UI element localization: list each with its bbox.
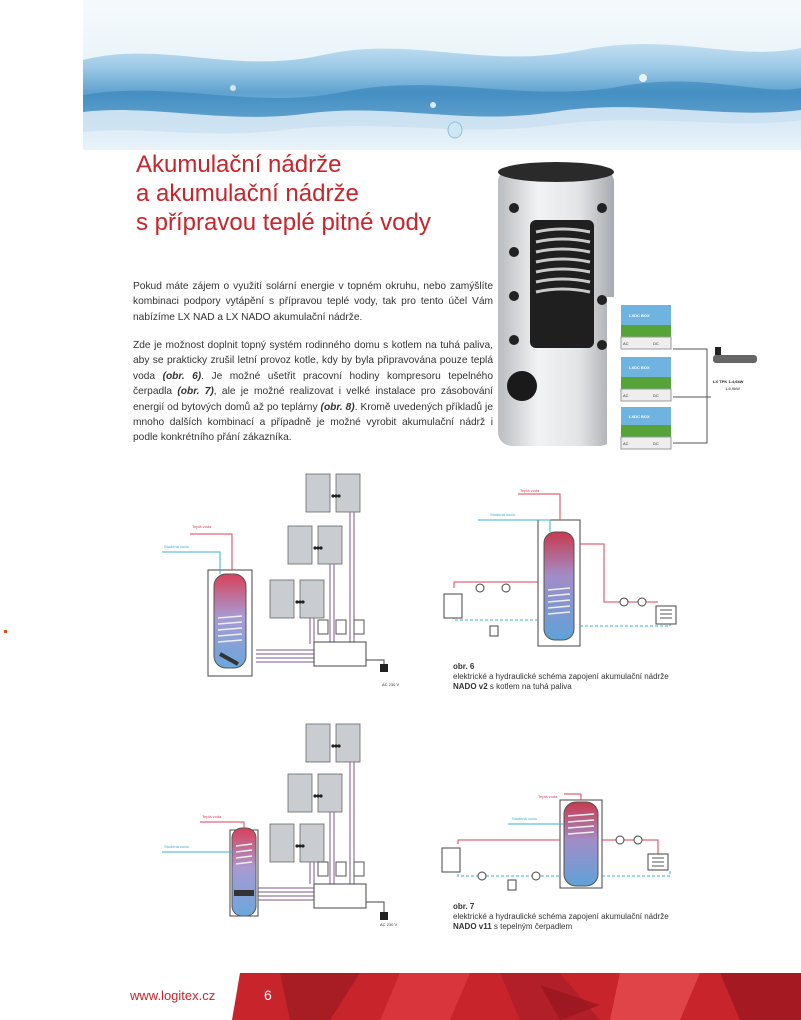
- caption-obr6-number: obr. 6: [453, 662, 475, 671]
- diagram-b-cold-water: Studená voda: [490, 512, 515, 517]
- caption-obr6-rest: s kotlem na tuhá paliva: [487, 682, 572, 691]
- ledbox-label-2: LXDC BOX: [629, 365, 650, 370]
- ledbox-product-image: LXDC BOX AC DC LXDC BOX AC DC LXDC BOX A…: [607, 297, 769, 455]
- title-line-3: s přípravou teplé pitné vody: [136, 209, 431, 236]
- body-text-b: . Je možné ušetřit pracovní hodiny kompr…: [133, 370, 494, 398]
- caption-obr7: obr. 7 elektrické a hydraulické schéma z…: [453, 902, 713, 932]
- ledbox-dc-2: DC: [653, 393, 659, 398]
- ledbox-ac-3: AC: [623, 441, 629, 446]
- water-splash-graphic: [83, 0, 801, 150]
- ledbox-label-1: LXDC BOX: [629, 313, 650, 318]
- intro-paragraph: Pokud máte zájem o využití solární energ…: [133, 281, 493, 323]
- page-number: 6: [264, 987, 272, 1003]
- caption-obr7-number: obr. 7: [453, 902, 475, 911]
- body-paragraph: Zde je možnost doplnit topný systém rodi…: [133, 338, 493, 446]
- tpk-label: LX TPK 1-4,6kW: [713, 379, 744, 384]
- footer-graphic: [232, 973, 801, 1020]
- ledbox-label-3: LXDC BOX: [629, 414, 650, 419]
- tpk-label-2: 1-6,9kW: [725, 386, 740, 391]
- caption-obr7-line1: elektrické a hydraulické schéma zapojení…: [453, 912, 669, 921]
- page-title: Akumulační nádrže a akumulační nádrže s …: [136, 150, 476, 237]
- ledbox-ac-1: AC: [623, 341, 629, 346]
- diagram-obr6-hydraulic: Teplá voda Studená voda: [443, 488, 677, 647]
- caption-obr7-model: NADO v11: [453, 922, 492, 931]
- caption-obr6-model: NADO v2: [453, 682, 488, 691]
- diagram-obr7-hydraulic: Teplá voda Studená voda: [441, 793, 671, 891]
- body-text-c: , ale je možné realizovat i velké instal…: [133, 386, 493, 413]
- tank-product-image: [498, 162, 614, 446]
- diagram-a-cold-water: Studená voda: [164, 544, 189, 549]
- diagram-d-hot-water: Teplá voda: [538, 794, 558, 799]
- ledbox-ac-2: AC: [623, 393, 629, 398]
- diagram-c-hot-water: Teplá voda: [202, 814, 222, 819]
- diagram-solid-fuel-system: AC 230 V Teplá voda Studená voda: [162, 473, 399, 687]
- diagram-c-cold-water: Studená voda: [164, 844, 189, 849]
- body-text-a: Zde je možnost doplnit topný systém rodi…: [133, 340, 493, 382]
- ledbox-dc-1: DC: [653, 341, 659, 346]
- diagram-a-hot-water: Teplá voda: [192, 524, 212, 529]
- ledbox-dc-3: DC: [653, 441, 659, 446]
- body-text-d: . Kromě uvedených příkladů je mnoho dalš…: [133, 401, 493, 444]
- title-line-1: Akumulační nádrže: [136, 151, 342, 178]
- margin-marker: [4, 630, 7, 633]
- diagram-d-cold-water: Studená voda: [512, 816, 537, 821]
- caption-obr6-line1: elektrické a hydraulické schéma zapojení…: [453, 672, 669, 681]
- caption-obr7-rest: s tepelným čerpadlem: [491, 922, 573, 931]
- title-line-2: a akumulační nádrže: [136, 180, 359, 207]
- diagram-heat-pump-system: AC 230 V Teplá voda Studená voda: [162, 723, 397, 927]
- footer-website-link[interactable]: www.logitex.cz: [130, 988, 216, 1003]
- footer-band: [0, 965, 801, 1020]
- diagram-b-hot-water: Teplá voda: [520, 488, 540, 493]
- diagram-a-ac-label: AC 230 V: [382, 682, 399, 687]
- diagram-c-ac-label: AC 230 V: [380, 922, 397, 927]
- caption-obr6: obr. 6 elektrické a hydraulické schéma z…: [453, 662, 713, 692]
- ref-obr7: (obr. 7): [177, 386, 214, 398]
- water-splash-header: [83, 0, 801, 150]
- ref-obr8: (obr. 8): [320, 401, 355, 413]
- ref-obr6: (obr. 6): [162, 370, 202, 382]
